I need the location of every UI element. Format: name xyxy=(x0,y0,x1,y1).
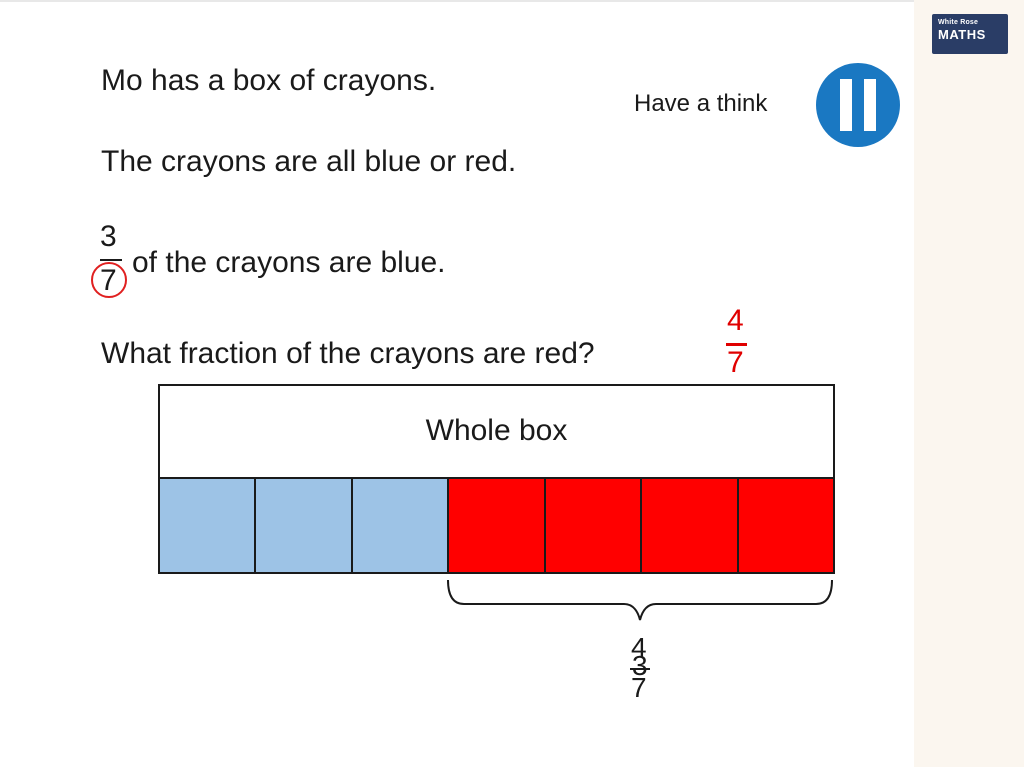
brace-fraction-numerator-3: 3 xyxy=(632,650,648,681)
answer-fraction-bar xyxy=(726,343,747,346)
bar-part-4 xyxy=(447,477,546,574)
brace-fraction-bar xyxy=(630,668,650,670)
logo-text-big: MATHS xyxy=(938,27,986,42)
question-line-3: of the crayons are blue. xyxy=(132,246,446,279)
blue-fraction-numerator: 3 xyxy=(100,220,117,253)
whole-box-bar xyxy=(158,384,835,479)
top-rule xyxy=(0,0,914,2)
bar-part-3 xyxy=(350,477,450,574)
bar-model: Whole box xyxy=(158,384,835,574)
slide: Mo has a box of crayons. The crayons are… xyxy=(0,0,914,703)
parts-row xyxy=(158,477,835,574)
bar-part-5 xyxy=(543,477,643,574)
logo-text-small: White Rose xyxy=(938,19,979,26)
bar-part-1 xyxy=(158,477,257,574)
brace-fraction-numerator-4: 4 xyxy=(631,632,647,663)
answer-numerator: 4 xyxy=(727,304,744,337)
whole-box-label: Whole box xyxy=(425,414,568,447)
have-a-think-label: Have a think xyxy=(634,90,768,117)
bar-part-6 xyxy=(640,477,739,574)
white-rose-maths-logo: White Rose MATHS xyxy=(932,14,1008,54)
bar-part-7 xyxy=(736,477,835,574)
question-line-4: What fraction of the crayons are red? xyxy=(101,337,595,370)
pause-icon[interactable] xyxy=(816,63,900,147)
blue-fraction-bar xyxy=(100,259,122,261)
red-parts-brace xyxy=(447,579,833,621)
bar-part-2 xyxy=(254,477,353,574)
answer-denominator: 7 xyxy=(727,346,744,379)
brace-fraction-denominator: 7 xyxy=(631,672,647,703)
right-sidebar xyxy=(914,0,1024,767)
question-line-2: The crayons are all blue or red. xyxy=(101,145,517,178)
denominator-circle-annotation xyxy=(91,262,127,298)
question-line-1: Mo has a box of crayons. xyxy=(101,64,437,97)
